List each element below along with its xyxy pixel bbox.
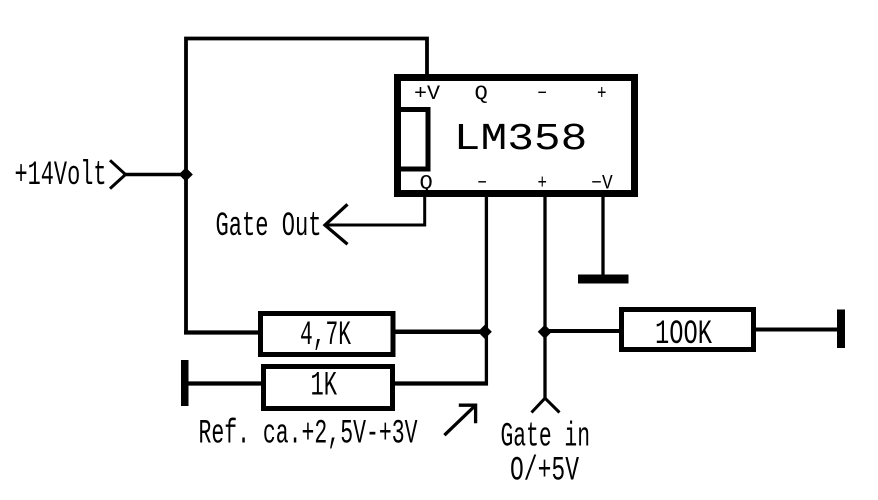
svg-text:Q: Q (420, 173, 433, 196)
svg-text:+V: +V (414, 83, 440, 106)
svg-text:O/+5V: O/+5V (510, 452, 579, 491)
svg-text:Ref. ca.+2,5V-+3V: Ref. ca.+2,5V-+3V (199, 415, 418, 454)
svg-text:1OOK: 1OOK (655, 315, 712, 354)
svg-text:+: + (597, 83, 607, 106)
svg-text:+: + (538, 173, 548, 196)
svg-text:+14Volt: +14Volt (15, 156, 107, 195)
svg-text:−V: −V (591, 173, 612, 196)
svg-text:LM358: LM358 (454, 118, 588, 161)
svg-text:Q: Q (475, 83, 488, 106)
svg-text:1K: 1K (311, 367, 338, 406)
svg-text:Gate Out: Gate Out (216, 207, 322, 246)
svg-text:4,7K: 4,7K (300, 316, 351, 355)
svg-text:−: − (538, 83, 548, 106)
svg-text:−: − (478, 173, 488, 196)
svg-text:Gate in: Gate in (501, 418, 591, 457)
